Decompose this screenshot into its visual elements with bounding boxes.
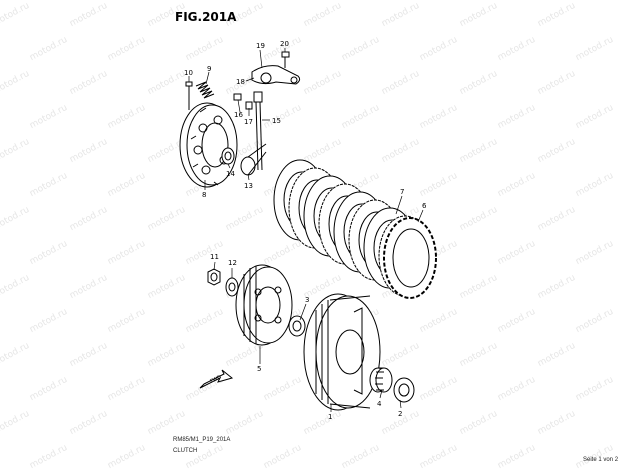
spring-bolt xyxy=(185,81,193,110)
figure-code: RM85/M1_P19_201A xyxy=(173,437,231,443)
callout-10: 10 xyxy=(184,69,193,77)
clutch-hub xyxy=(235,264,293,346)
friction-plate xyxy=(383,217,437,299)
callout-6: 6 xyxy=(422,202,427,210)
pressure-plate xyxy=(179,102,238,188)
release-bolt xyxy=(233,93,253,110)
callout-19: 19 xyxy=(256,42,265,50)
callout-8: 8 xyxy=(202,191,206,199)
callout-16: 16 xyxy=(234,111,243,119)
lock-washer xyxy=(225,277,239,297)
fwd-label: FWD xyxy=(209,374,222,385)
callout-18: 18 xyxy=(236,78,245,86)
release-arm xyxy=(251,65,301,85)
callout-13: 13 xyxy=(244,182,253,190)
callout-9: 9 xyxy=(207,65,211,73)
push-piece xyxy=(240,143,267,176)
callout-17: 17 xyxy=(244,118,253,126)
callout-15: 15 xyxy=(272,117,281,125)
clutch-plate-stack xyxy=(273,159,437,299)
callout-3: 3 xyxy=(305,296,309,304)
page-indicator: Seite 1 von 2 xyxy=(583,457,619,463)
callout-12: 12 xyxy=(228,259,237,267)
figure-title: FIG.201A xyxy=(175,10,237,24)
friction-plate-bore xyxy=(392,228,430,288)
lock-nut xyxy=(207,268,221,286)
callout-2: 2 xyxy=(398,410,402,418)
callout-4: 4 xyxy=(377,400,382,408)
clutch-spring xyxy=(195,81,215,99)
clutch-housing xyxy=(303,293,381,411)
arm-bolt xyxy=(281,51,290,68)
callout-5: 5 xyxy=(257,365,261,373)
callout-11: 11 xyxy=(210,253,219,261)
push-rod xyxy=(253,91,263,171)
spacer-washer xyxy=(393,377,415,403)
release-bearing xyxy=(221,147,235,165)
callout-1: 1 xyxy=(328,413,332,421)
fwd-arrow xyxy=(199,369,234,389)
figure-subtitle: CLUTCH xyxy=(173,448,198,454)
needle-bearing xyxy=(369,367,393,393)
callout-20: 20 xyxy=(280,40,289,48)
thrust-washer xyxy=(288,315,306,337)
callout-7: 7 xyxy=(400,188,404,196)
callout-14: 14 xyxy=(226,170,235,178)
